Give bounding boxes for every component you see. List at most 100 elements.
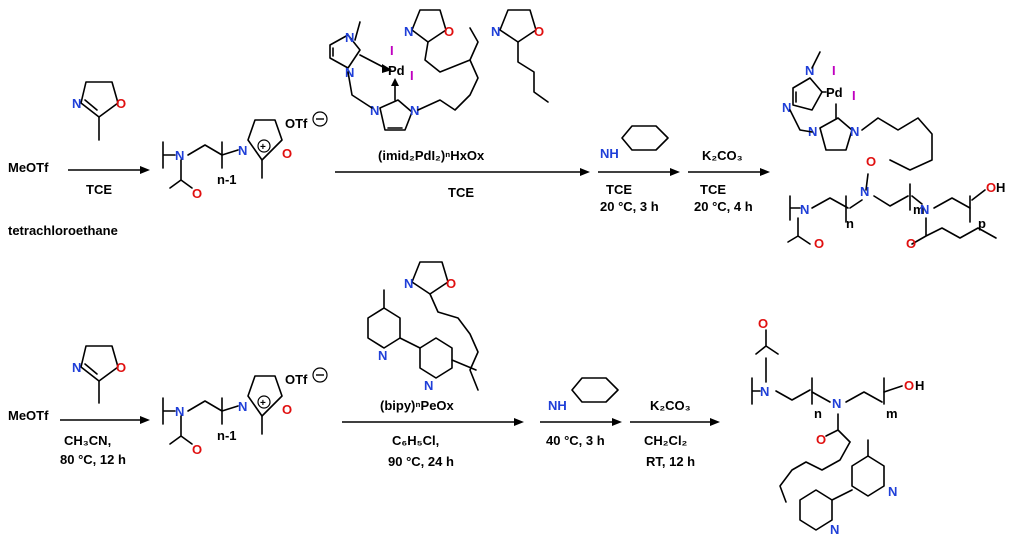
top-solvent-name: tetrachloroethane [8,223,118,238]
plus-sign: + [260,142,266,153]
bottom-monomer-label: (bipy)ⁿPeOx [380,398,455,413]
top-arrow-3-head [670,168,680,176]
plus-sign: + [260,398,266,409]
atom-o: O [446,276,456,291]
atom-n: N [832,396,841,411]
top-monomer-label: (imid₂PdI₂)ⁿHxOx [378,148,485,163]
top-arrow-4-head [760,168,770,176]
atom-n: N [370,103,379,118]
atom-o: O [282,146,292,161]
atom-n: N [805,63,814,78]
bottom-index-n: n [814,406,822,421]
top-methyloxazoline: N O [72,81,126,141]
top-product-polymer: N N Pd I I N N O N n N m N p O H O O [782,51,1005,251]
atom-n: N [920,202,929,217]
top-terminator-cond2: 20 °C, 3 h [600,199,659,214]
atom-n: N [410,103,419,118]
atom-o: O [444,24,454,39]
atom-n: N [175,404,184,419]
positive-charge-icon [257,139,271,153]
top-base-cond1: TCE [700,182,726,197]
atom-n: N [760,384,769,399]
atom-n: N [238,399,247,414]
bottom-living-oligomer: N n-1 O N O + OTf [162,367,328,457]
bottom-step1-cond2: 80 °C, 12 h [60,452,126,467]
atom-o: O [758,316,768,331]
atom-o: O [192,442,202,457]
top-arrow-1-head [140,166,150,174]
atom-o: O [282,402,292,417]
bottom-arrow-2-head [514,418,524,426]
atom-n: N [404,276,413,291]
atom-n: N [888,484,897,499]
top-base: K₂CO₃ [702,148,743,163]
top-repeat-index: n-1 [217,172,237,187]
bottom-bipy-monomer: N O N N [367,261,479,393]
atom-n: N [491,24,500,39]
top-step2-solvent: TCE [448,185,474,200]
atom-n: N [72,360,81,375]
bottom-counterion: OTf [285,372,308,387]
bottom-base-cond2: RT, 12 h [646,454,695,469]
positive-charge-icon [257,395,271,409]
atom-i: I [832,63,836,78]
atom-o: O [866,154,876,169]
atom-n: N [345,65,354,80]
bottom-initiator: MeOTf [8,408,49,423]
atom-n: N [238,143,247,158]
bottom-index-m: m [886,406,898,421]
atom-n: N [860,184,869,199]
bottom-base: K₂CO₃ [650,398,691,413]
atom-o: O [192,186,202,201]
top-piperidine: NH [600,125,669,161]
atom-n: N [850,124,859,139]
top-base-cond2: 20 °C, 4 h [694,199,753,214]
bottom-step2-cond1: C₆H₅Cl, [392,433,439,448]
top-pd-monomer: N N Pd I I N N N O [329,9,479,131]
bottom-piperidine: NH [548,377,619,413]
atom-o: O [116,96,126,111]
atom-o: O [904,378,914,393]
atom-n: N [800,202,809,217]
coordination-arrow [382,64,392,73]
atom-i: I [390,43,394,58]
top-counterion: OTf [285,116,308,131]
bottom-terminator-cond: 40 °C, 3 h [546,433,605,448]
pd-label: Pd [388,63,405,78]
bottom-methyloxazoline: N O [72,345,126,404]
atom-o: O [814,236,824,251]
top-index-m: m [913,202,925,217]
pd-label: Pd [826,85,843,100]
atom-n: N [404,24,413,39]
bottom-step2-cond2: 90 °C, 24 h [388,454,454,469]
atom-i: I [852,88,856,103]
atom-o: O [906,236,916,251]
bottom-step1-cond1: CH₃CN, [64,433,111,448]
negative-charge-icon [312,367,328,383]
top-index-n: n [846,216,854,231]
atom-nh: NH [600,146,619,161]
atom-n: N [72,96,81,111]
top-step1-solvent: TCE [86,182,112,197]
atom-o: O [986,180,996,195]
negative-charge-icon [312,111,328,127]
top-end-group-h: H [996,180,1005,195]
atom-n: N [345,30,354,45]
top-living-oligomer: N n-1 O N O + OTf [162,111,328,201]
top-butyl-oxazoline: N O [491,9,549,103]
bottom-end-group-h: H [915,378,924,393]
atom-i: I [410,68,414,83]
bottom-base-cond1: CH₂Cl₂ [644,433,688,448]
atom-n: N [808,124,817,139]
atom-n: N [378,348,387,363]
atom-o: O [534,24,544,39]
top-terminator-cond1: TCE [606,182,632,197]
bottom-arrow-3-head [612,418,622,426]
bottom-repeat-index: n-1 [217,428,237,443]
top-arrow-2-head [580,168,590,176]
bottom-arrow-4-head [710,418,720,426]
atom-o: O [116,360,126,375]
atom-nh: NH [548,398,567,413]
atom-n: N [175,148,184,163]
atom-o: O [816,432,826,447]
